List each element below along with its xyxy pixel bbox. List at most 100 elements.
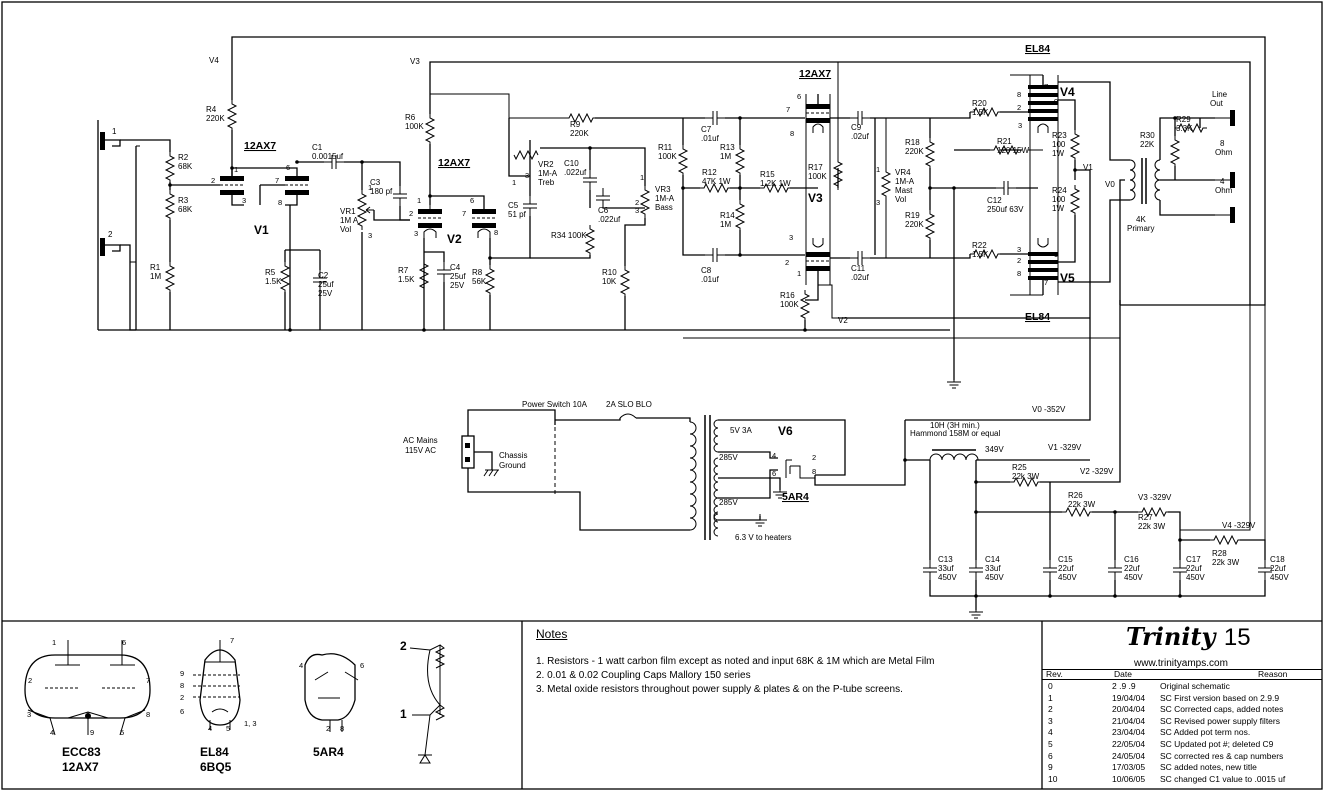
c18-label-2: 450V [1270,573,1289,582]
revision-row-4-col-0: 4 [1048,727,1053,738]
c6-label-1: .022uf [598,215,621,224]
revision-row-1-col-0: 1 [1048,692,1053,703]
revision-row-3-col-1: 21/04/04 [1112,715,1146,726]
svg-text:8: 8 [812,467,816,476]
power-heaters: 6.3 V to heaters [735,533,791,542]
r15-label-0: R15 [760,170,775,179]
power-ohm8: 8 [1220,139,1225,148]
power-chassis: Chassis [499,451,527,460]
revision-row-0-col-0: 0 [1048,681,1053,691]
input-jack-2 [105,244,121,252]
svg-text:3: 3 [1018,121,1022,130]
svg-text:6: 6 [122,638,126,647]
c2-label-1: 25uf [318,280,334,289]
c11-label-1: .02uf [851,273,870,282]
vr3-label-2: Bass [655,203,673,212]
c3-label-1: 180 pf [370,187,393,196]
svg-text:7: 7 [230,636,234,645]
svg-text:6: 6 [797,92,801,101]
r4-label-0: R4 [206,105,217,114]
notes-item-2: 2. 0.01 & 0.02 Coupling Caps Mallory 150… [536,670,751,681]
revision-row-6-col-2: SC corrected res & cap numbers [1160,750,1284,761]
svg-text:6: 6 [360,661,364,670]
r28-label-0: R28 [1212,549,1227,558]
vr2-label-2: Treb [538,178,555,187]
svg-text:9: 9 [90,728,94,737]
r27-label-0: R27 [1138,513,1153,522]
r30-label-1: 22K [1140,140,1155,149]
svg-text:7: 7 [275,176,279,185]
c12-label-1: 250uf 63V [987,205,1024,214]
r9-label-1: 220K [570,129,589,138]
r16-label-1: 100K [780,300,799,309]
notes-title: Notes [536,627,568,641]
power-ac-mains: AC Mains [403,436,438,445]
r11-label-1: 100K [658,152,677,161]
r18-label-0: R18 [905,138,920,147]
c14-label-0: C14 [985,555,1000,564]
stage-v6: V6 [778,424,793,438]
power-fuse: 2A SLO BLO [606,400,652,409]
fuse [619,413,637,419]
vr2-label-1: 1M-A [538,169,558,178]
svg-text:3: 3 [27,710,31,719]
svg-text:3: 3 [242,196,246,205]
c7-label-0: C7 [701,125,712,134]
vr4-label-2: Mast [895,186,913,195]
r19-label-0: R19 [905,211,920,220]
c15-label-0: C15 [1058,555,1073,564]
r8-label-1: 56K [472,277,487,286]
svg-text:8: 8 [180,681,184,690]
rev-header-reason: Reason [1258,669,1288,679]
revision-row-3-col-2: SC Revised power supply filters [1160,715,1280,726]
r13-label-1: 1M [720,152,731,161]
power-choke: 10H (3H min.) [930,421,980,430]
svg-text:7: 7 [146,676,150,685]
svg-text:3: 3 [789,233,793,242]
brand-url: www.trinityamps.com [1134,658,1228,669]
svg-text:4: 4 [50,728,54,737]
vr3-pot [639,186,651,218]
tube-v1-section-b [285,176,309,206]
r34-label-0: R34 100K [551,231,587,240]
rail-v2-label: V2 [838,316,848,325]
revision-row-2-col-1: 20/04/04 [1112,704,1146,715]
power-hv-bottom: 285V [719,498,738,507]
c9-label-0: C9 [851,123,862,132]
svg-text:2: 2 [635,198,639,207]
svg-text:4: 4 [208,724,212,733]
c16-label-0: C16 [1124,555,1139,564]
svg-text:1: 1 [640,173,644,182]
svg-text:9: 9 [1054,97,1058,106]
tube-v3-bottom [806,238,830,285]
svg-text:7: 7 [786,105,790,114]
c4-label-0: C4 [450,263,461,272]
rail-v2 [1040,300,1121,483]
stage-v3: V3 [808,191,823,205]
power-ot-primary: 4K [1136,215,1146,224]
power-rect-winding: 5V 3A [730,426,752,435]
power-line-out: Line [1212,90,1228,99]
c5-label-1: 51 pf [508,210,527,219]
r9-label-0: R9 [570,120,581,129]
power-choke-v: 349V [985,445,1004,454]
svg-text:3: 3 [635,206,639,215]
power-ground: Ground [499,461,526,470]
power-hv-top: 285V [719,453,738,462]
pot-wiring-diagram [409,644,446,764]
svg-text:3: 3 [876,198,880,207]
c6-label-0: C6 [598,206,609,215]
r25-label-1: 22k 3W [1012,472,1040,481]
power-jack2: 2 [108,230,113,239]
svg-text:5: 5 [120,728,124,737]
r24-label-1: 100 [1052,195,1066,204]
power-ohm4: 4 [1220,177,1225,186]
r17-label-1: 100K [808,172,827,181]
r22-label-1: 1.5K [972,250,989,259]
brand-logo: Trinity 15 [1126,622,1251,652]
svg-text:8: 8 [340,724,344,733]
choke-10h [929,453,979,461]
revision-row-6-col-0: 6 [1048,750,1053,761]
